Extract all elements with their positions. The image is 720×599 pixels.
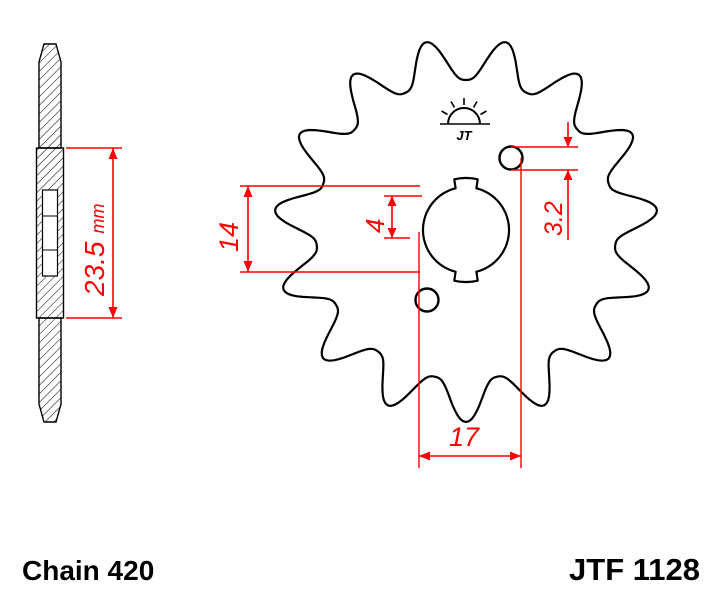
arrowhead [108, 148, 118, 159]
dimension-hole: 3.2 [511, 122, 578, 240]
dimension-keyway: 4 [360, 195, 422, 239]
side-section-view [35, 43, 65, 423]
jt-rising-sun-logo: JT [440, 98, 490, 143]
bolt-hole-bottom [414, 287, 440, 313]
arrowhead [387, 196, 397, 206]
dimension-bore: 14 [214, 185, 420, 273]
side-teeth-bottom [38, 317, 62, 423]
dim-value-hub-width: 23.5mm [79, 204, 110, 298]
part-number: JTF 1128 [569, 552, 700, 587]
dimension-hub-width: 23.5mm [66, 147, 122, 319]
side-hub [35, 147, 65, 319]
chain-label: Chain 420 [22, 555, 154, 586]
front-view [274, 41, 658, 424]
dim-value-hole: 3.2 [540, 201, 568, 236]
arrowhead [387, 228, 397, 238]
sun-rays [441, 98, 487, 116]
dimension-spacing: 17 [418, 158, 522, 468]
arrowhead [563, 170, 573, 180]
arrowhead [243, 186, 253, 197]
dim-value-keyway: 4 [360, 219, 390, 233]
sun-arc [447, 107, 481, 125]
side-teeth-top [38, 43, 62, 149]
arrowhead [419, 451, 430, 461]
dim-value-spacing: 17 [449, 422, 480, 452]
arrowhead [563, 137, 573, 147]
side-bore [41, 189, 59, 277]
arrowhead [108, 307, 118, 318]
logo-text: JT [456, 128, 472, 143]
bolt-hole-top [498, 145, 524, 171]
bore-outline [421, 176, 511, 284]
arrowhead [243, 261, 253, 272]
dim-value-bore: 14 [214, 222, 244, 252]
arrowhead [510, 451, 521, 461]
footer: Chain 420 JTF 1128 [22, 552, 700, 587]
